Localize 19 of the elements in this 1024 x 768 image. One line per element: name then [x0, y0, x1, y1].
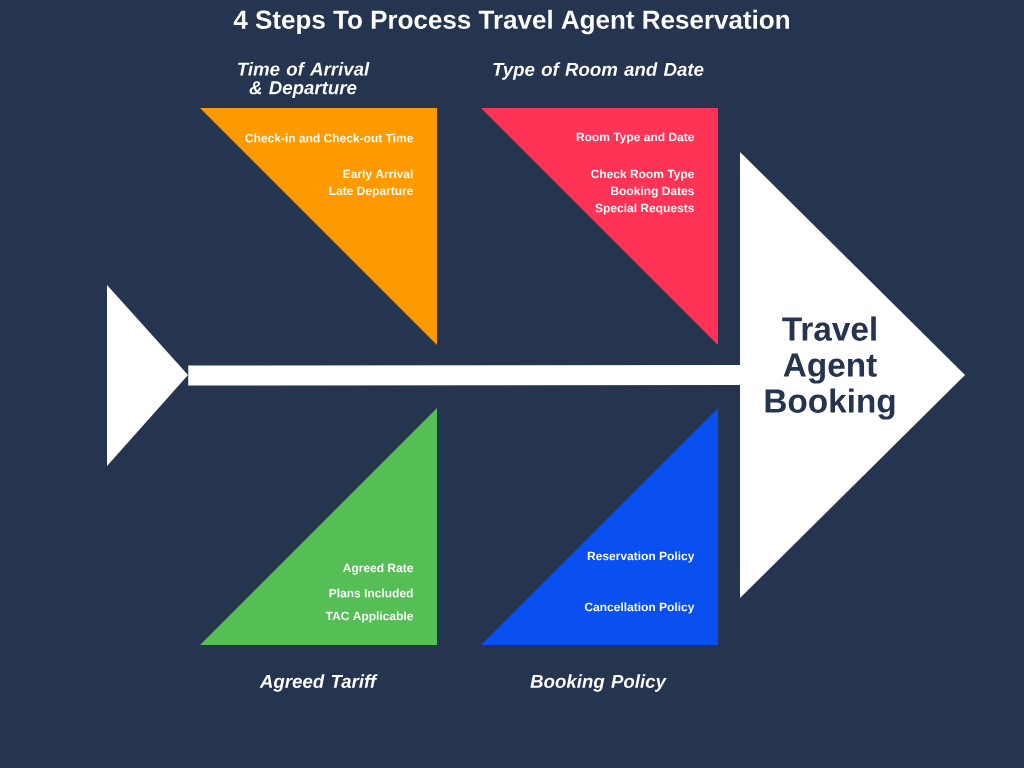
step-heading: Booking Policy: [530, 674, 667, 692]
step-item: Cancellation Policy: [584, 602, 695, 614]
arrow-tail: [107, 285, 188, 466]
step-item: Agreed Rate: [343, 563, 413, 575]
step-item: Room Type and Date: [576, 132, 694, 144]
step-item: Booking Dates: [611, 186, 694, 198]
step-heading: Time of Arrival & Departure: [238, 61, 370, 99]
title: 4 Steps To Process Travel Agent Reservation: [233, 9, 789, 35]
step-heading: Type of Room and Date: [493, 62, 704, 80]
step-item: Late Departure: [329, 186, 413, 198]
step-item: Special Requests: [595, 203, 694, 215]
step-item: TAC Applicable: [325, 611, 413, 623]
step-item: Check-in and Check-out Time: [245, 133, 413, 143]
step-item: Check Room Type: [591, 169, 694, 181]
result-label: Travel Agent Booking: [765, 316, 895, 420]
step-item: Plans Included: [329, 588, 413, 598]
step-heading: Agreed Tariff: [259, 674, 378, 692]
step-item: Reservation Policy: [587, 551, 695, 563]
step-item: Early Arrival: [343, 169, 413, 181]
